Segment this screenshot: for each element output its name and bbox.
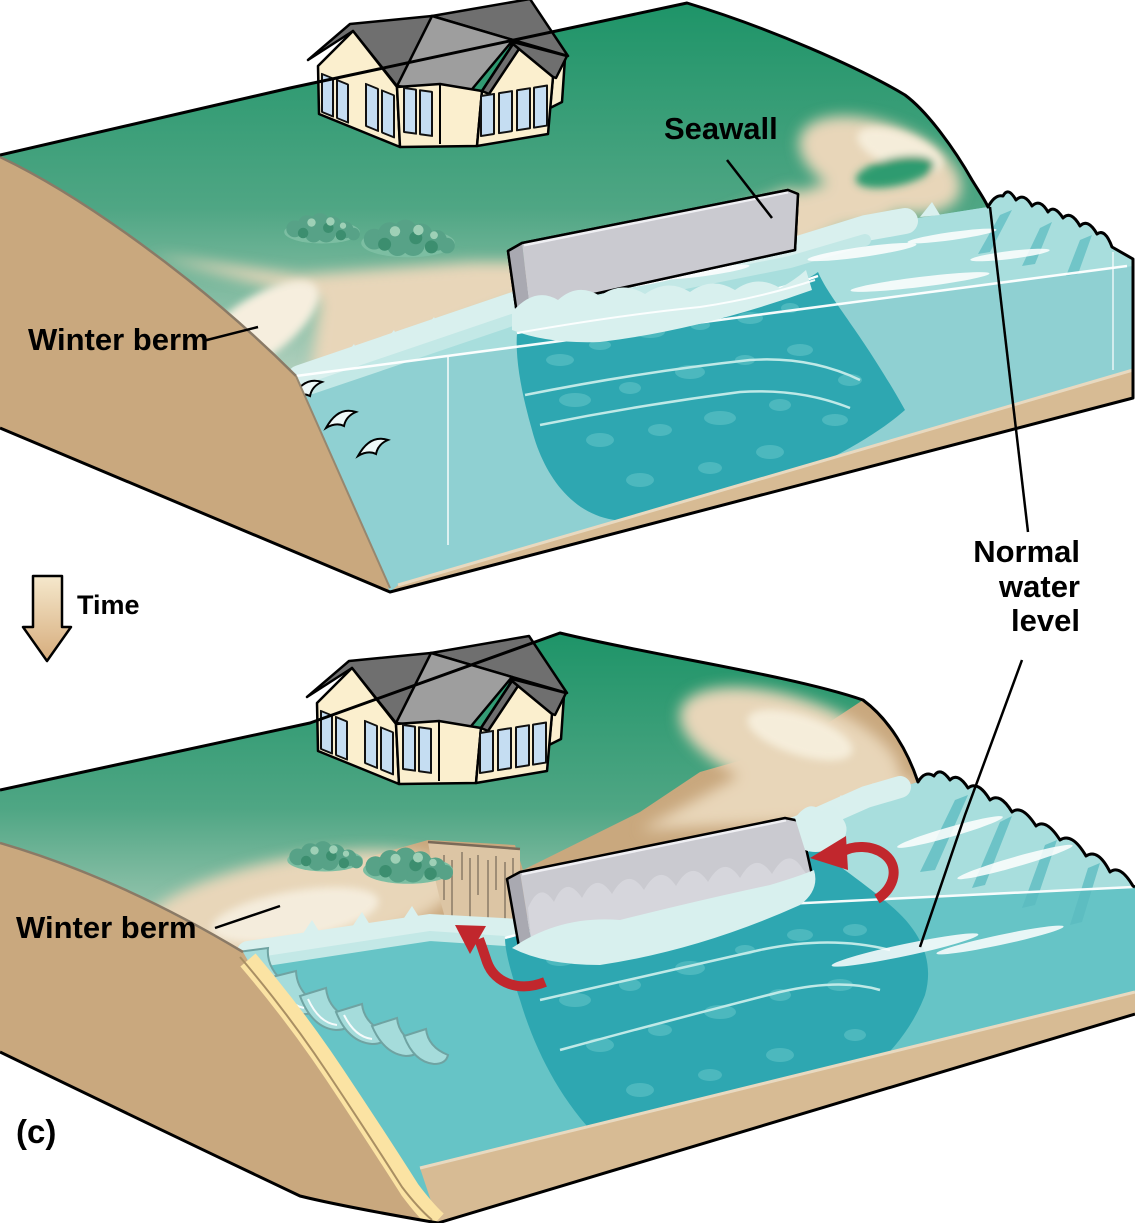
- leader-line-normal-water-level-lower: [918, 659, 1024, 948]
- panel-letter-label: (c): [16, 1113, 57, 1150]
- time-arrow-icon: [21, 574, 73, 663]
- rubble-streaks-lower: [539, 941, 891, 1052]
- winter-berm-label-lower: Winter berm: [16, 910, 197, 945]
- rubble-streaks-upper: [524, 358, 861, 427]
- wall-foam-upper: [512, 270, 812, 343]
- wall-splash: [795, 806, 847, 852]
- winter-berm-label-upper: Winter berm: [28, 322, 209, 357]
- upper-panel: [0, 0, 1135, 594]
- leader-line-normal-water-level-upper: [988, 206, 1030, 533]
- grass-upper: [0, 3, 988, 376]
- breaker-curls-upper: [289, 379, 391, 459]
- water-level-line-upper: [295, 264, 1128, 378]
- leader-line-seawall: [726, 159, 773, 219]
- seabed-lower: [420, 992, 1135, 1222]
- cliff-face-lower: [0, 843, 438, 1223]
- seawall-label: Seawall: [664, 111, 778, 146]
- leader-line-winter-berm-upper: [202, 325, 259, 343]
- cliff-face-upper: [0, 157, 390, 588]
- leader-line-winter-berm-lower: [214, 904, 281, 930]
- time-label: Time: [77, 590, 140, 620]
- yellow-sand-wedge: [240, 953, 444, 1223]
- water-surface-lower: [243, 771, 1133, 955]
- block-outline-lower: [0, 631, 1135, 1223]
- wave-reflection-arrow-left: [455, 925, 547, 992]
- shore-scallops-lower: [236, 946, 450, 1066]
- wall-foam-lower: [512, 870, 816, 965]
- eroded-cliff: [427, 840, 521, 935]
- block-outline-upper: [0, 1, 1135, 594]
- leader-lines: [202, 159, 1030, 948]
- normal-water-level-label: Normal water level: [973, 534, 1080, 639]
- wave-reflection-arrow-right: [810, 836, 899, 904]
- grass-lower: [0, 633, 863, 952]
